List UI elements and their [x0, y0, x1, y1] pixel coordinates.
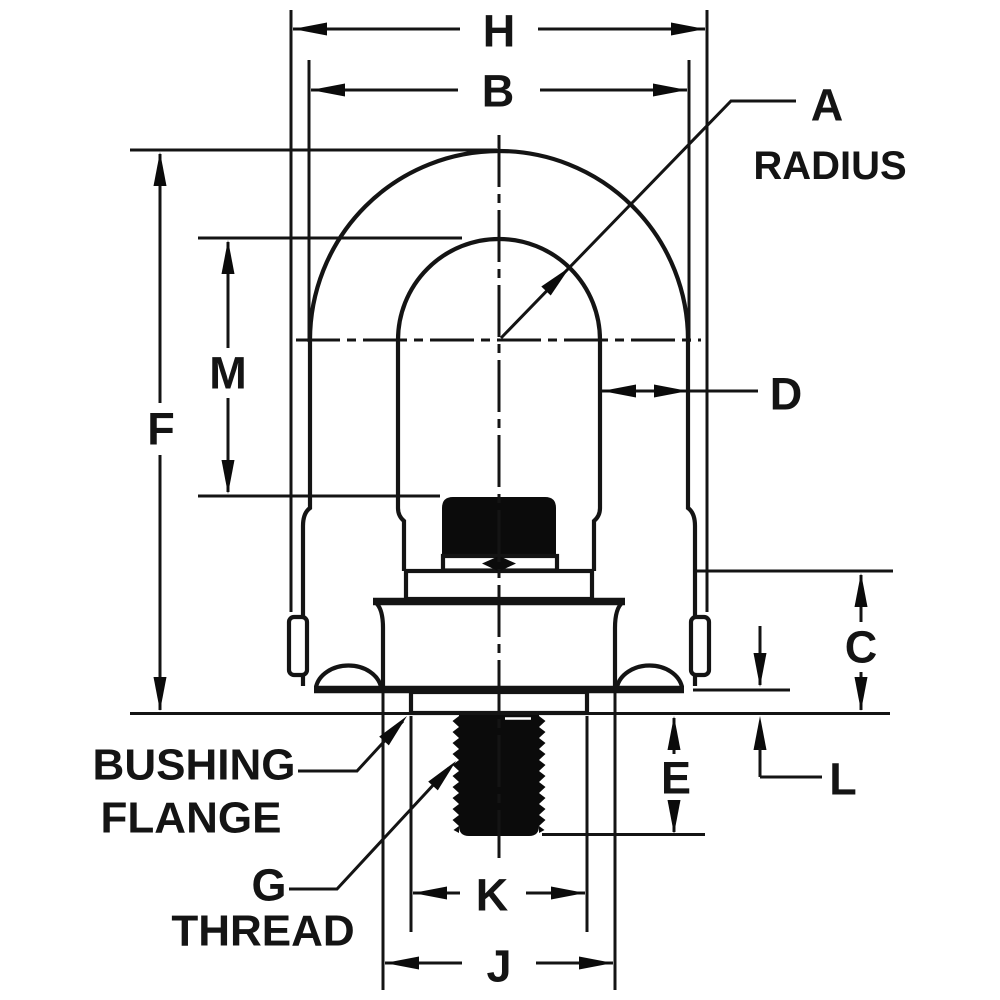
- callout-bushing-flange: BUSHING FLANGE: [93, 716, 407, 843]
- dim-label-h: H: [483, 6, 516, 57]
- body-right-side: [612, 600, 625, 687]
- dim-L: L: [693, 626, 857, 805]
- dim-K: K: [409, 716, 589, 932]
- dim-label-c: C: [845, 622, 878, 673]
- dim-label-m: M: [209, 348, 247, 399]
- dim-label-f: F: [147, 404, 175, 455]
- callout-bushing: BUSHING: [93, 741, 296, 790]
- callout-flange: FLANGE: [101, 794, 282, 843]
- centerlines: [296, 135, 701, 858]
- dim-label-g: G: [251, 860, 286, 911]
- thread-teeth-right: [539, 716, 546, 833]
- dim-label-a: A: [811, 80, 844, 131]
- right-base-arch: [614, 663, 685, 688]
- hoist-ring-part: [130, 148, 890, 836]
- dim-label-j: J: [486, 941, 511, 992]
- dimensions: H B A RADIUS M: [93, 6, 907, 992]
- dim-C: C: [695, 569, 893, 711]
- dim-E: E: [542, 716, 705, 836]
- dim-label-l: L: [829, 754, 857, 805]
- dim-M: M: [198, 236, 462, 498]
- right-ear-tab: [688, 614, 712, 678]
- callout-thread: THREAD: [171, 907, 354, 956]
- dim-H: H: [289, 6, 709, 612]
- dim-F: F: [130, 148, 497, 711]
- dim-B: B: [307, 60, 691, 342]
- centerline-diamond-marker: [482, 556, 516, 572]
- radius-label: RADIUS: [753, 144, 906, 188]
- left-ear-tab: [286, 614, 310, 678]
- dim-A-radius: A RADIUS: [499, 80, 907, 340]
- dim-label-d: D: [770, 369, 803, 420]
- dim-label-k: K: [476, 870, 509, 921]
- thread-teeth-left: [452, 716, 459, 833]
- left-base-arch: [313, 663, 384, 688]
- dim-label-b: B: [482, 66, 515, 117]
- dim-D: D: [602, 369, 802, 420]
- body-left-side: [373, 600, 386, 687]
- callout-g-thread: G THREAD: [171, 761, 456, 956]
- dim-label-e: E: [661, 753, 691, 804]
